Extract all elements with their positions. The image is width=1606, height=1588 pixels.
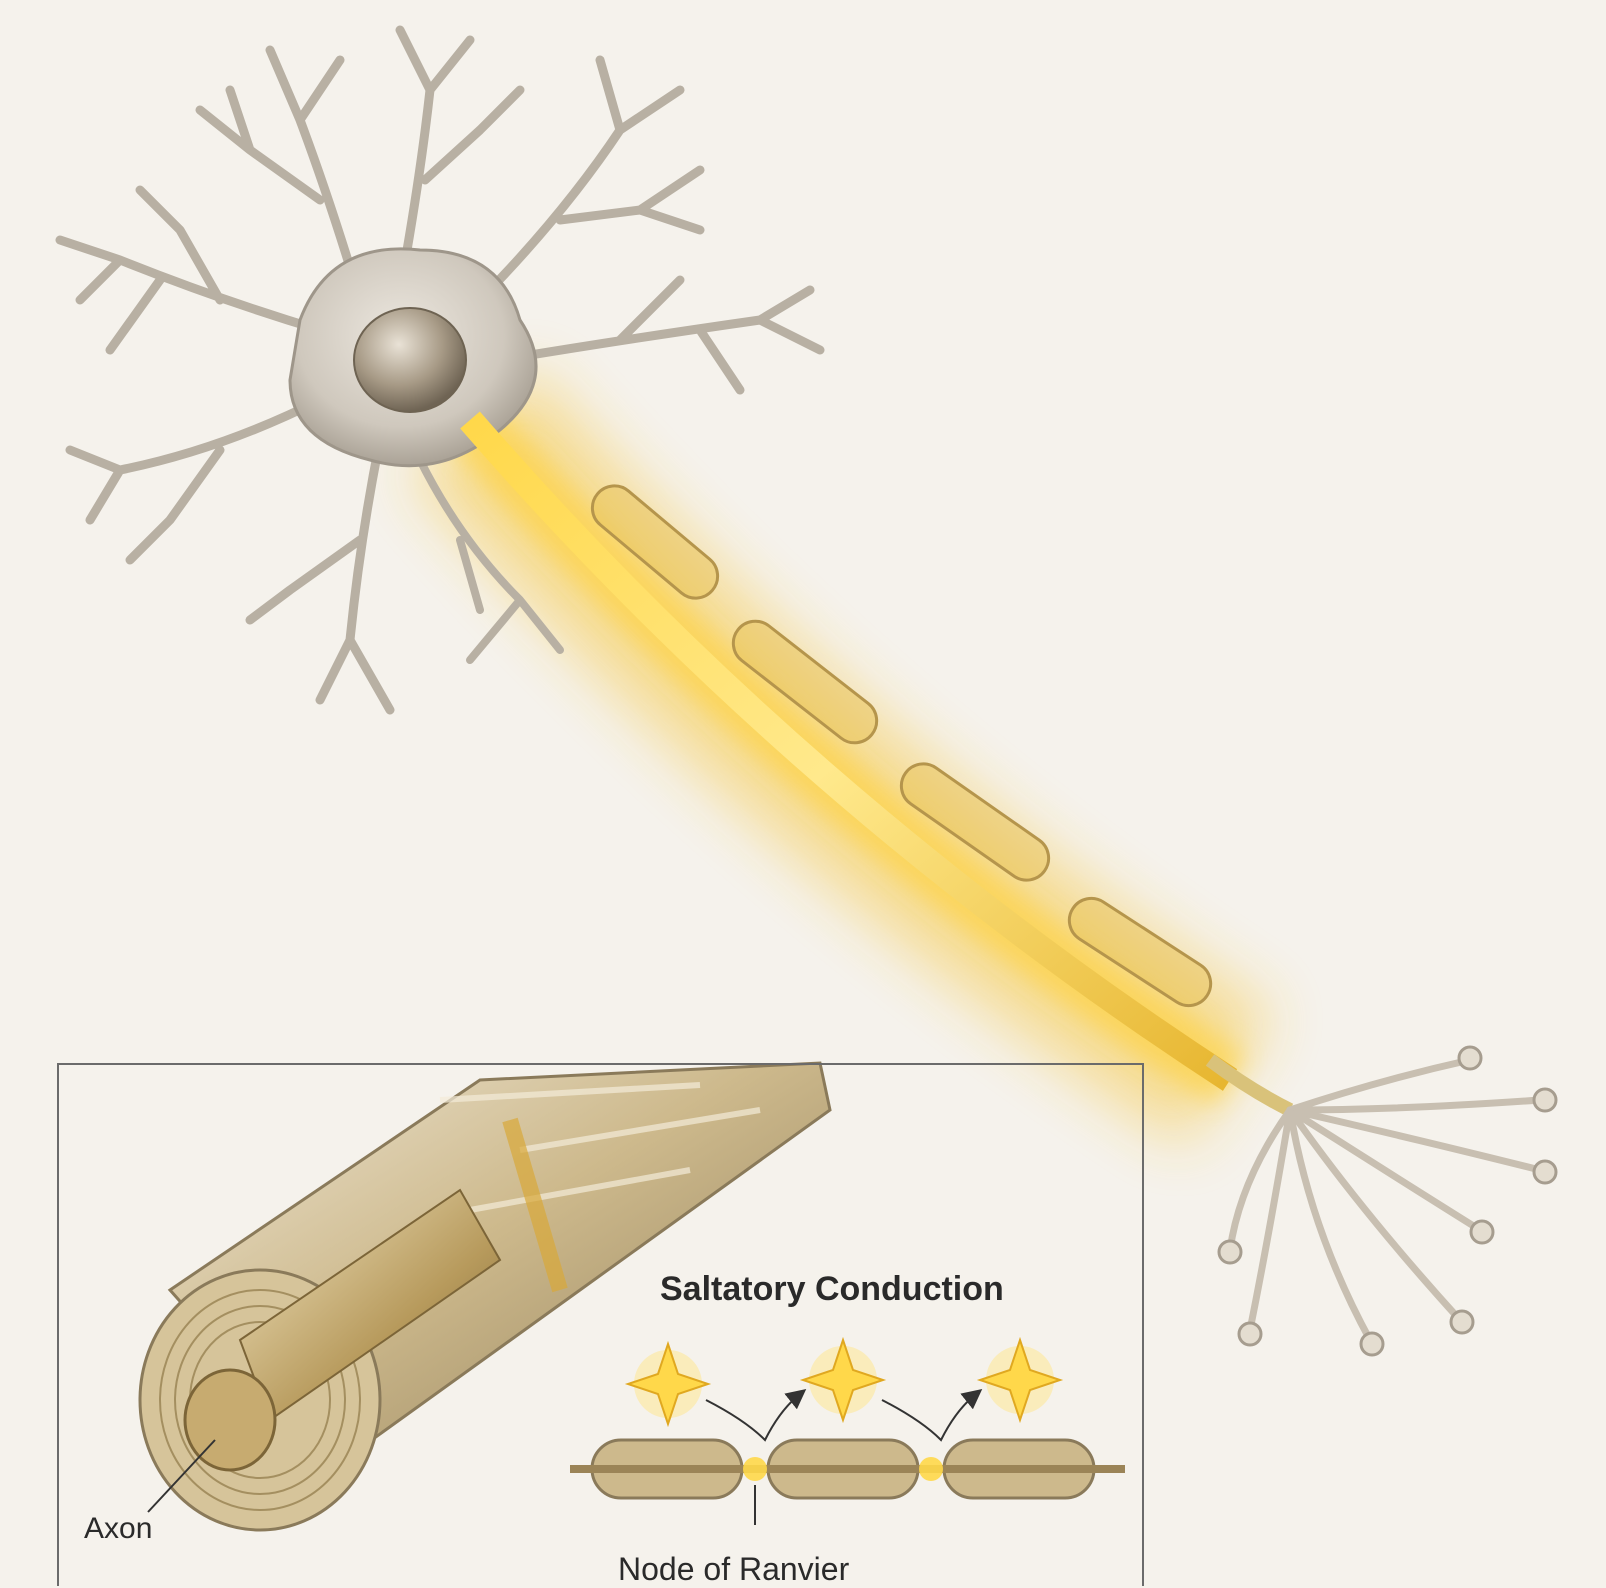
axon-core xyxy=(185,1370,275,1470)
node-of-ranvier xyxy=(743,1457,767,1481)
axon-label: Axon xyxy=(84,1512,152,1546)
jump-arrow xyxy=(882,1394,976,1440)
spark-icon xyxy=(980,1340,1060,1420)
spark-icon xyxy=(803,1340,883,1420)
inset-title: Saltatory Conduction xyxy=(660,1270,1004,1309)
jump-arrow xyxy=(706,1394,800,1440)
node-of-ranvier-label: Node of Ranvier xyxy=(618,1551,849,1588)
spark-icon xyxy=(628,1344,708,1424)
saltatory-diagram xyxy=(570,1340,1125,1525)
nucleus xyxy=(354,308,466,412)
node-of-ranvier xyxy=(919,1457,943,1481)
axon-glow xyxy=(470,420,1230,1080)
